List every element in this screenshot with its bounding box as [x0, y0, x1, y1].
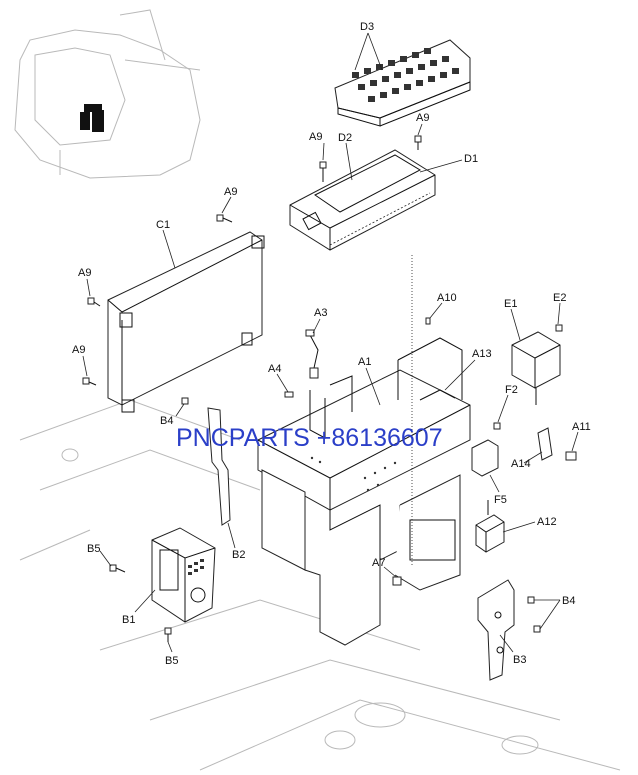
- label-a12: A12: [537, 516, 557, 528]
- part-a4: [284, 391, 294, 398]
- label-d2: D2: [338, 132, 352, 144]
- part-labels: D3 A9 A9 D2 D1 A9 C1 A9 A10 E1 E2 A3 A9 …: [72, 21, 591, 667]
- label-b5-1: B5: [87, 543, 100, 555]
- bolt-a10: [425, 317, 431, 325]
- label-b5-2: B5: [165, 655, 178, 667]
- bolt-a9-4: [87, 297, 101, 307]
- part-b3-bracket: [477, 579, 515, 681]
- bolt-a9-5: [82, 377, 97, 386]
- label-e2: E2: [553, 292, 566, 304]
- leader-lines: [82, 32, 579, 653]
- label-b3: B3: [513, 654, 526, 666]
- part-d1-d2-controller-box: [289, 149, 436, 251]
- label-a9-4: A9: [78, 267, 91, 279]
- label-f5: F5: [494, 494, 507, 506]
- bolt-b5-1: [109, 564, 126, 573]
- label-a1: A1: [358, 356, 371, 368]
- label-a9-3: A9: [224, 186, 237, 198]
- bolt-a9-1: [319, 161, 327, 182]
- label-a4: A4: [268, 363, 281, 375]
- label-a9-5: A9: [72, 344, 85, 356]
- label-a14: A14: [511, 458, 531, 470]
- label-a11: A11: [572, 421, 591, 433]
- label-a13: A13: [472, 348, 492, 360]
- label-c1: C1: [156, 219, 170, 231]
- part-a3-sensor: [305, 329, 319, 379]
- label-b4-2: B4: [562, 595, 575, 607]
- label-e1: E1: [504, 298, 517, 310]
- cab-outline: [14, 9, 201, 179]
- bolt-f2: [493, 422, 501, 430]
- label-d1: D1: [464, 153, 478, 165]
- part-a12-block: [475, 500, 505, 553]
- part-e1-module: [511, 331, 561, 405]
- bolt-b5-2: [164, 627, 172, 642]
- part-b2-bracket: [207, 407, 231, 526]
- bolt-a7: [392, 576, 402, 586]
- label-b1: B1: [122, 614, 135, 626]
- label-a3: A3: [314, 307, 327, 319]
- label-a9-2: A9: [416, 112, 429, 124]
- part-d3-fuse-board: [334, 39, 471, 127]
- label-f2: F2: [505, 384, 518, 396]
- part-b1-ecu: [151, 527, 216, 623]
- bolt-b4-2: [527, 596, 541, 633]
- watermark: PNCPARTS +86136607: [176, 424, 443, 452]
- label-b4-1: B4: [160, 415, 173, 427]
- label-a7: A7: [372, 557, 385, 569]
- floor-frame-outline: [19, 399, 621, 771]
- bolt-b4-1: [181, 397, 189, 405]
- cab-mount-icon: [80, 104, 104, 132]
- bolt-e2: [555, 324, 563, 332]
- part-a14-sensor: [537, 427, 553, 461]
- part-c1-panel: [107, 231, 265, 413]
- part-a11-connector: [565, 451, 577, 461]
- label-a10: A10: [437, 292, 457, 304]
- bolt-a9-2: [414, 135, 422, 150]
- label-b2: B2: [232, 549, 245, 561]
- label-a9-1: A9: [309, 131, 322, 143]
- bolt-a9-3: [216, 214, 233, 223]
- part-a1-main-frame: [257, 337, 471, 646]
- part-f5-relay: [471, 439, 499, 477]
- label-d3: D3: [360, 21, 374, 33]
